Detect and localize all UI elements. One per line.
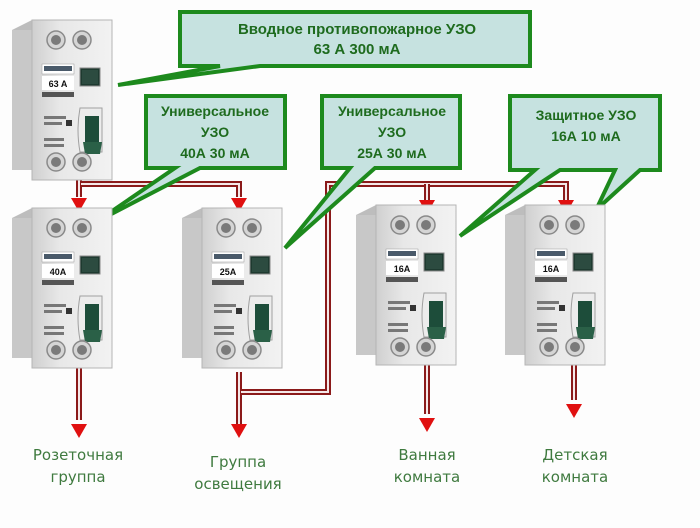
callout-1-line1: Универсальное — [161, 103, 269, 119]
arrow-down-icon — [566, 404, 582, 418]
destination-3-line2: комната — [394, 468, 460, 486]
arrow-down-icon — [231, 198, 247, 212]
callout-2-line1: Универсальное — [338, 103, 446, 119]
arrow-down-icon — [71, 424, 87, 438]
callout-2-line2: УЗО — [378, 124, 406, 140]
callout-1-line2: УЗО — [201, 124, 229, 140]
main-callout-line2: 63 А 300 мА — [314, 41, 401, 58]
arrow-down-icon — [71, 198, 87, 212]
arrow-down-icon — [231, 424, 247, 438]
main-callout-box — [117, 10, 532, 87]
destination-1-line1: Розеточная — [33, 446, 123, 464]
callouts — [94, 10, 662, 250]
branch-breaker-rating: 25A — [220, 267, 237, 277]
callout-box-1 — [94, 94, 287, 224]
callout-box-2 — [283, 94, 462, 250]
callout-1-line3: 40А 30 мА — [180, 145, 250, 161]
destination-4-line1: Детская — [542, 446, 607, 464]
main-breaker-rating: 63 A — [49, 79, 68, 89]
destination-4-line2: комната — [542, 468, 608, 486]
destination-3-line1: Ванная — [398, 446, 455, 464]
branch-breaker-2: 25A — [181, 207, 283, 369]
branch-breaker-rating: 16A — [543, 264, 560, 274]
callout-4-line1: Защитное УЗО — [536, 107, 637, 123]
main-callout-line1: Вводное противопожарное УЗО — [238, 21, 476, 38]
wiring — [71, 180, 582, 438]
arrow-down-icon — [419, 418, 435, 432]
callout-4-line2: 16А 10 мА — [551, 128, 621, 144]
branch-breaker-1: 40A — [11, 207, 113, 369]
destination-1-line2: группа — [50, 468, 105, 486]
branch-breaker-3: 16A — [355, 204, 457, 366]
branch-breaker-rating: 16A — [394, 264, 411, 274]
branch-breaker-4: 16A — [504, 204, 606, 366]
wire-main-to-2 — [81, 181, 242, 197]
destination-2-line1: Группа — [210, 453, 266, 471]
destination-2-line2: освещения — [194, 475, 281, 493]
main-breaker: 63 A — [11, 19, 113, 181]
callout-box-4 — [458, 94, 662, 238]
callout-2-line3: 25А 30 мА — [357, 145, 427, 161]
wire-feed-3-4 — [241, 181, 569, 395]
branch-breaker-rating: 40A — [50, 267, 67, 277]
